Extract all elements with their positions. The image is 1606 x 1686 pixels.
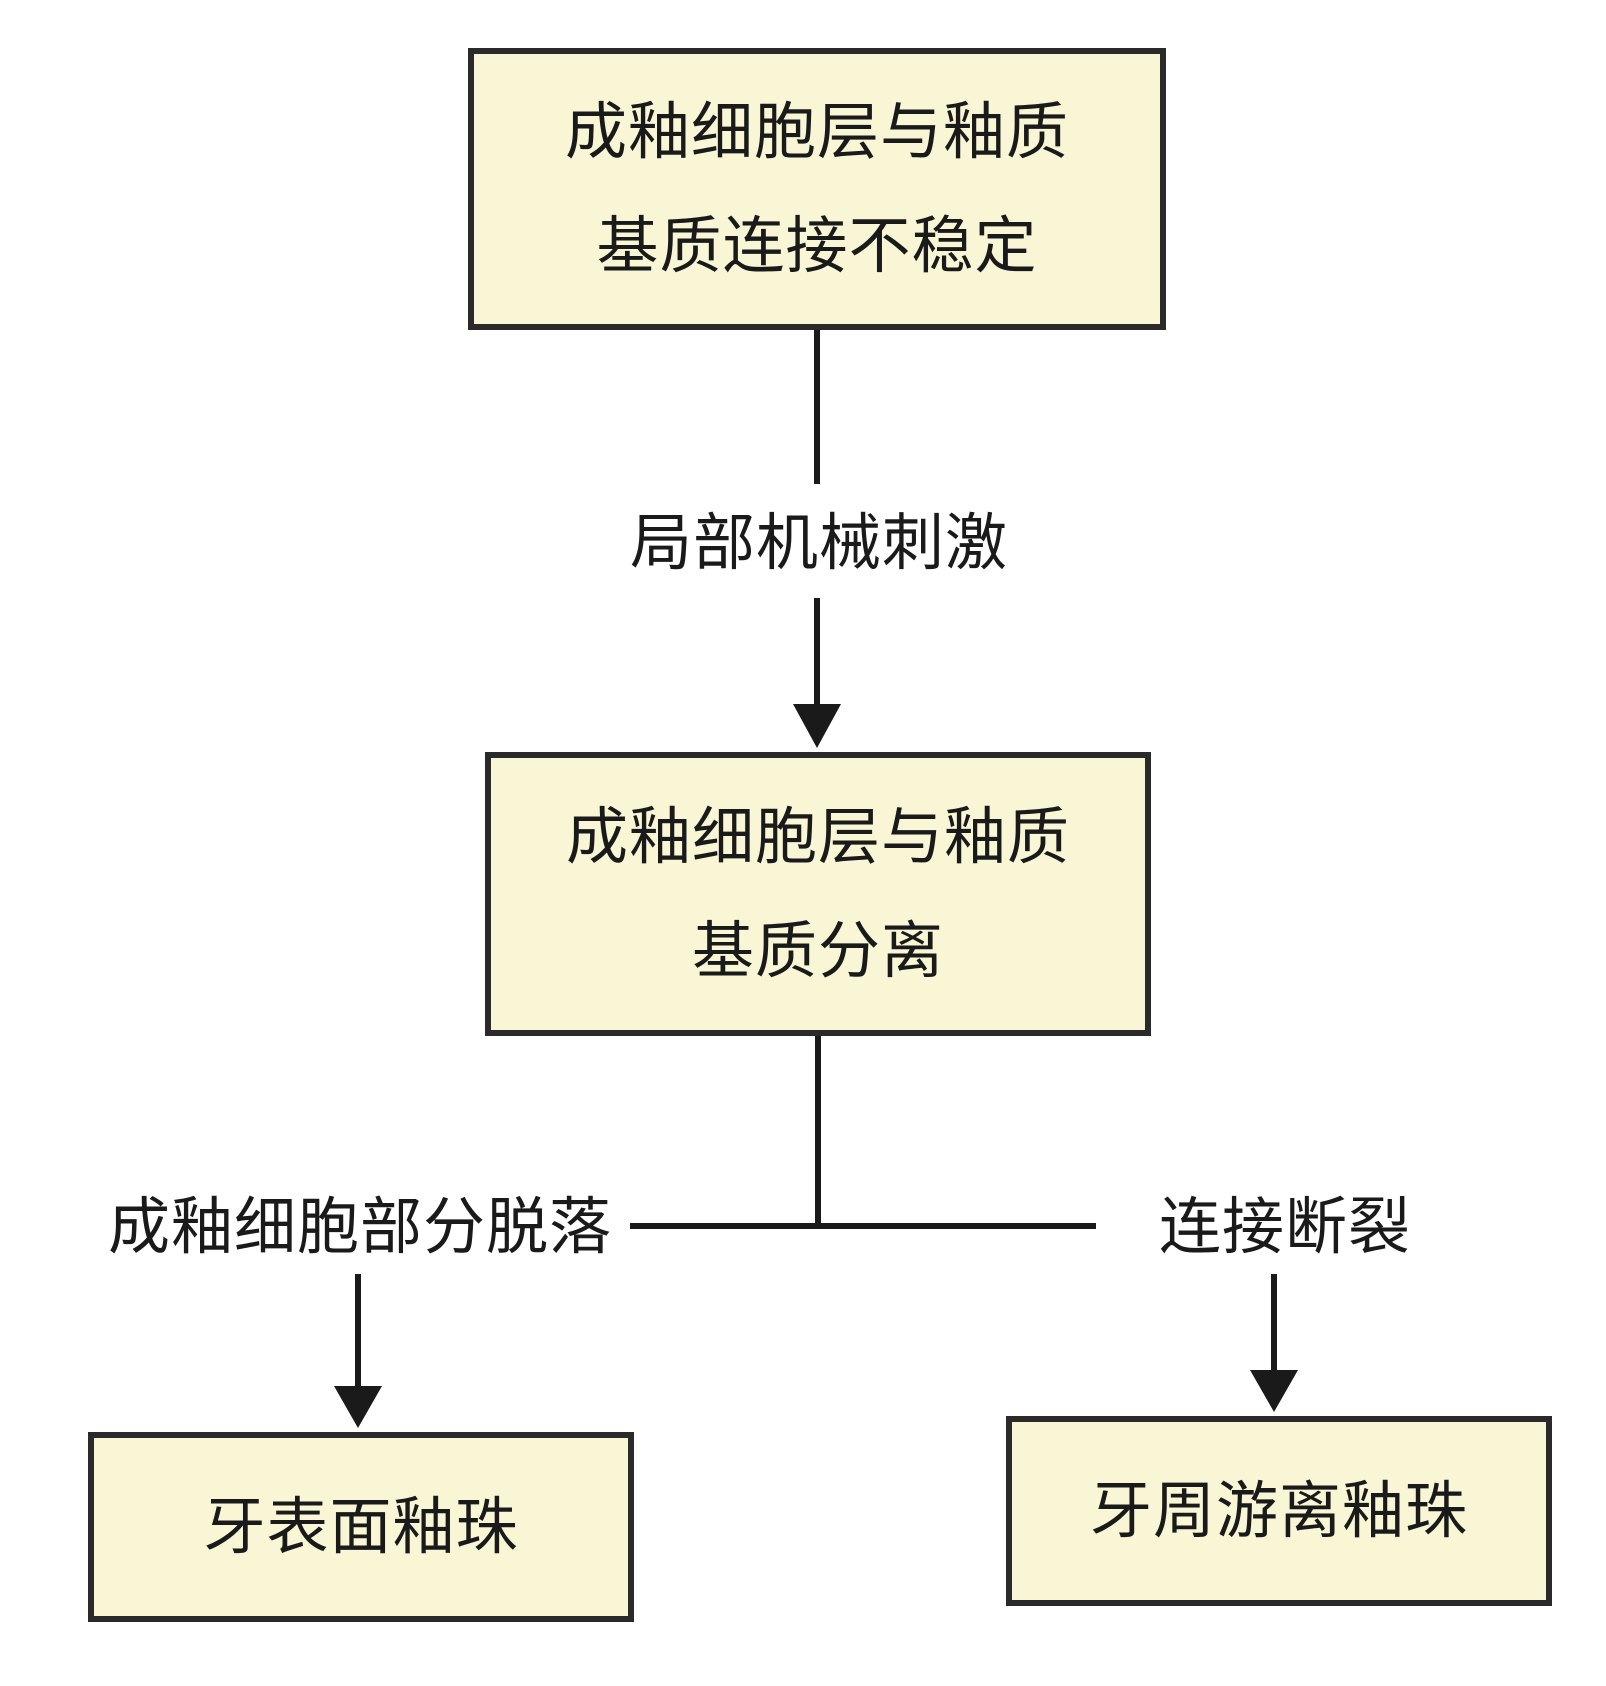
node-text-line-1: 成釉细胞层与釉质 <box>564 95 1069 168</box>
edge-label-left-branch: 成釉细胞部分脱落 <box>107 1190 612 1263</box>
node-text-line-1: 成釉细胞层与釉质 <box>565 800 1070 873</box>
edge-label-right-branch: 连接断裂 <box>1158 1190 1411 1263</box>
arrowhead-to-left <box>334 1386 382 1428</box>
node-surface-enamel-pearl: 牙表面釉珠 <box>88 1432 634 1622</box>
node-unstable-connection: 成釉细胞层与釉质 基质连接不稳定 <box>468 48 1166 330</box>
node-periodontal-free-enamel-pearl: 牙周游离釉珠 <box>1006 1416 1552 1606</box>
arrowhead-to-right <box>1250 1370 1298 1412</box>
node-separation: 成釉细胞层与釉质 基质分离 <box>485 752 1151 1036</box>
edge-label-stimulus: 局部机械刺激 <box>629 506 1008 579</box>
node-text: 牙周游离釉珠 <box>1089 1474 1468 1547</box>
arrowhead-to-middle <box>793 704 841 748</box>
node-text: 牙表面釉珠 <box>203 1490 519 1563</box>
node-text-line-2: 基质分离 <box>691 914 944 987</box>
node-text-line-2: 基质连接不稳定 <box>596 209 1038 282</box>
